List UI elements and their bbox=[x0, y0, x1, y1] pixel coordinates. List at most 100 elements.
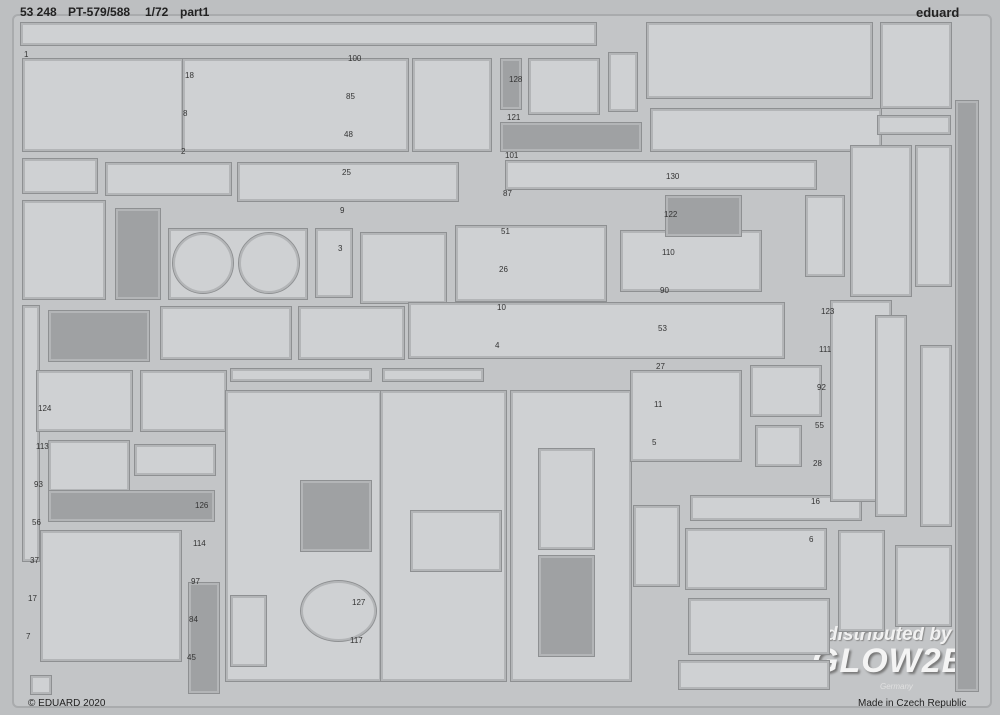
part-number-label: 111 bbox=[819, 345, 832, 354]
part-number-label: 2 bbox=[181, 147, 186, 156]
etched-part bbox=[134, 444, 216, 476]
etched-part bbox=[48, 310, 150, 362]
part-number-label: 5 bbox=[652, 438, 657, 447]
etched-part bbox=[298, 306, 405, 360]
part-number-label: 101 bbox=[505, 151, 519, 160]
part-number-label: 92 bbox=[817, 383, 826, 392]
etched-part bbox=[620, 230, 762, 292]
etched-part bbox=[505, 160, 817, 190]
part-number-label: 37 bbox=[30, 556, 39, 565]
header-scale: 1/72 bbox=[145, 5, 169, 19]
etched-part bbox=[48, 490, 215, 522]
part-number-label: 126 bbox=[195, 501, 209, 510]
copyright: © EDUARD 2020 bbox=[28, 698, 106, 709]
watermark-sub: Germany bbox=[880, 682, 913, 691]
made-in: Made in Czech Republic bbox=[858, 698, 967, 709]
part-number-label: 84 bbox=[189, 615, 198, 624]
etched-part bbox=[500, 58, 522, 110]
etched-part bbox=[877, 115, 951, 135]
part-number-label: 17 bbox=[28, 594, 37, 603]
etched-part bbox=[22, 58, 184, 152]
part-number-label: 45 bbox=[187, 653, 196, 662]
part-number-label: 122 bbox=[664, 210, 678, 219]
etched-part bbox=[238, 232, 300, 294]
part-number-label: 51 bbox=[501, 227, 510, 236]
header-title: PT-579/588 bbox=[68, 5, 131, 19]
etched-part bbox=[412, 58, 492, 152]
part-number-label: 123 bbox=[821, 307, 835, 316]
etched-part bbox=[630, 370, 742, 462]
part-number-label: 114 bbox=[193, 539, 206, 548]
etched-part bbox=[455, 225, 607, 302]
etched-part bbox=[646, 22, 873, 99]
etched-part bbox=[22, 200, 106, 300]
etched-part bbox=[750, 365, 822, 417]
part-number-label: 10 bbox=[497, 303, 506, 312]
part-number-label: 53 bbox=[658, 324, 667, 333]
header-part: part1 bbox=[180, 5, 210, 19]
etched-part bbox=[160, 306, 292, 360]
etched-part bbox=[678, 660, 830, 690]
etched-part bbox=[500, 122, 642, 152]
etched-part bbox=[22, 305, 40, 562]
etched-part bbox=[633, 505, 680, 587]
etched-part bbox=[30, 675, 52, 695]
part-number-label: 28 bbox=[813, 459, 822, 468]
header-code: 53 248 bbox=[20, 5, 57, 19]
etched-part bbox=[237, 162, 459, 202]
part-number-label: 93 bbox=[34, 480, 43, 489]
etched-part bbox=[410, 510, 502, 572]
etched-part bbox=[300, 580, 377, 642]
etched-part bbox=[538, 555, 595, 657]
etched-part bbox=[115, 208, 161, 300]
part-number-label: 16 bbox=[811, 497, 820, 506]
part-number-label: 25 bbox=[342, 168, 351, 177]
part-number-label: 128 bbox=[509, 75, 523, 84]
part-number-label: 90 bbox=[660, 286, 669, 295]
etched-part bbox=[895, 545, 952, 627]
part-number-label: 55 bbox=[815, 421, 824, 430]
etched-part bbox=[382, 368, 484, 382]
part-number-label: 9 bbox=[340, 206, 345, 215]
etched-part bbox=[140, 370, 227, 432]
etched-part bbox=[880, 22, 952, 109]
etched-part bbox=[408, 302, 785, 359]
part-number-label: 117 bbox=[350, 636, 363, 645]
part-number-label: 124 bbox=[38, 404, 52, 413]
part-number-label: 4 bbox=[495, 341, 500, 350]
part-number-label: 8 bbox=[183, 109, 188, 118]
part-number-label: 113 bbox=[36, 442, 49, 451]
part-number-label: 11 bbox=[654, 400, 663, 409]
part-number-label: 1 bbox=[24, 50, 29, 59]
watermark-logo: GLOW2B bbox=[812, 642, 968, 680]
etched-part bbox=[230, 368, 372, 382]
brand-logo: eduard bbox=[916, 5, 960, 20]
part-number-label: 85 bbox=[346, 92, 355, 101]
etched-part bbox=[36, 370, 133, 432]
etched-part bbox=[665, 195, 742, 237]
part-number-label: 26 bbox=[499, 265, 508, 274]
etched-part bbox=[538, 448, 595, 550]
etched-part bbox=[875, 315, 907, 517]
part-number-label: 130 bbox=[666, 172, 680, 181]
etched-part bbox=[20, 22, 597, 46]
etched-part bbox=[755, 425, 802, 467]
part-number-label: 27 bbox=[656, 362, 665, 371]
part-number-label: 121 bbox=[507, 113, 521, 122]
part-number-label: 18 bbox=[185, 71, 194, 80]
etched-part bbox=[230, 595, 267, 667]
part-number-label: 87 bbox=[503, 189, 512, 198]
etched-part bbox=[300, 480, 372, 552]
etched-part bbox=[608, 52, 638, 112]
part-number-label: 7 bbox=[26, 632, 31, 641]
part-number-label: 6 bbox=[809, 535, 814, 544]
part-number-label: 127 bbox=[352, 598, 366, 607]
part-number-label: 100 bbox=[348, 54, 362, 63]
etched-part bbox=[22, 158, 98, 194]
etched-part bbox=[685, 528, 827, 590]
part-number-label: 97 bbox=[191, 577, 200, 586]
etched-part bbox=[105, 162, 232, 196]
etched-part bbox=[915, 145, 952, 287]
etched-part bbox=[850, 145, 912, 297]
part-number-label: 110 bbox=[662, 248, 675, 257]
